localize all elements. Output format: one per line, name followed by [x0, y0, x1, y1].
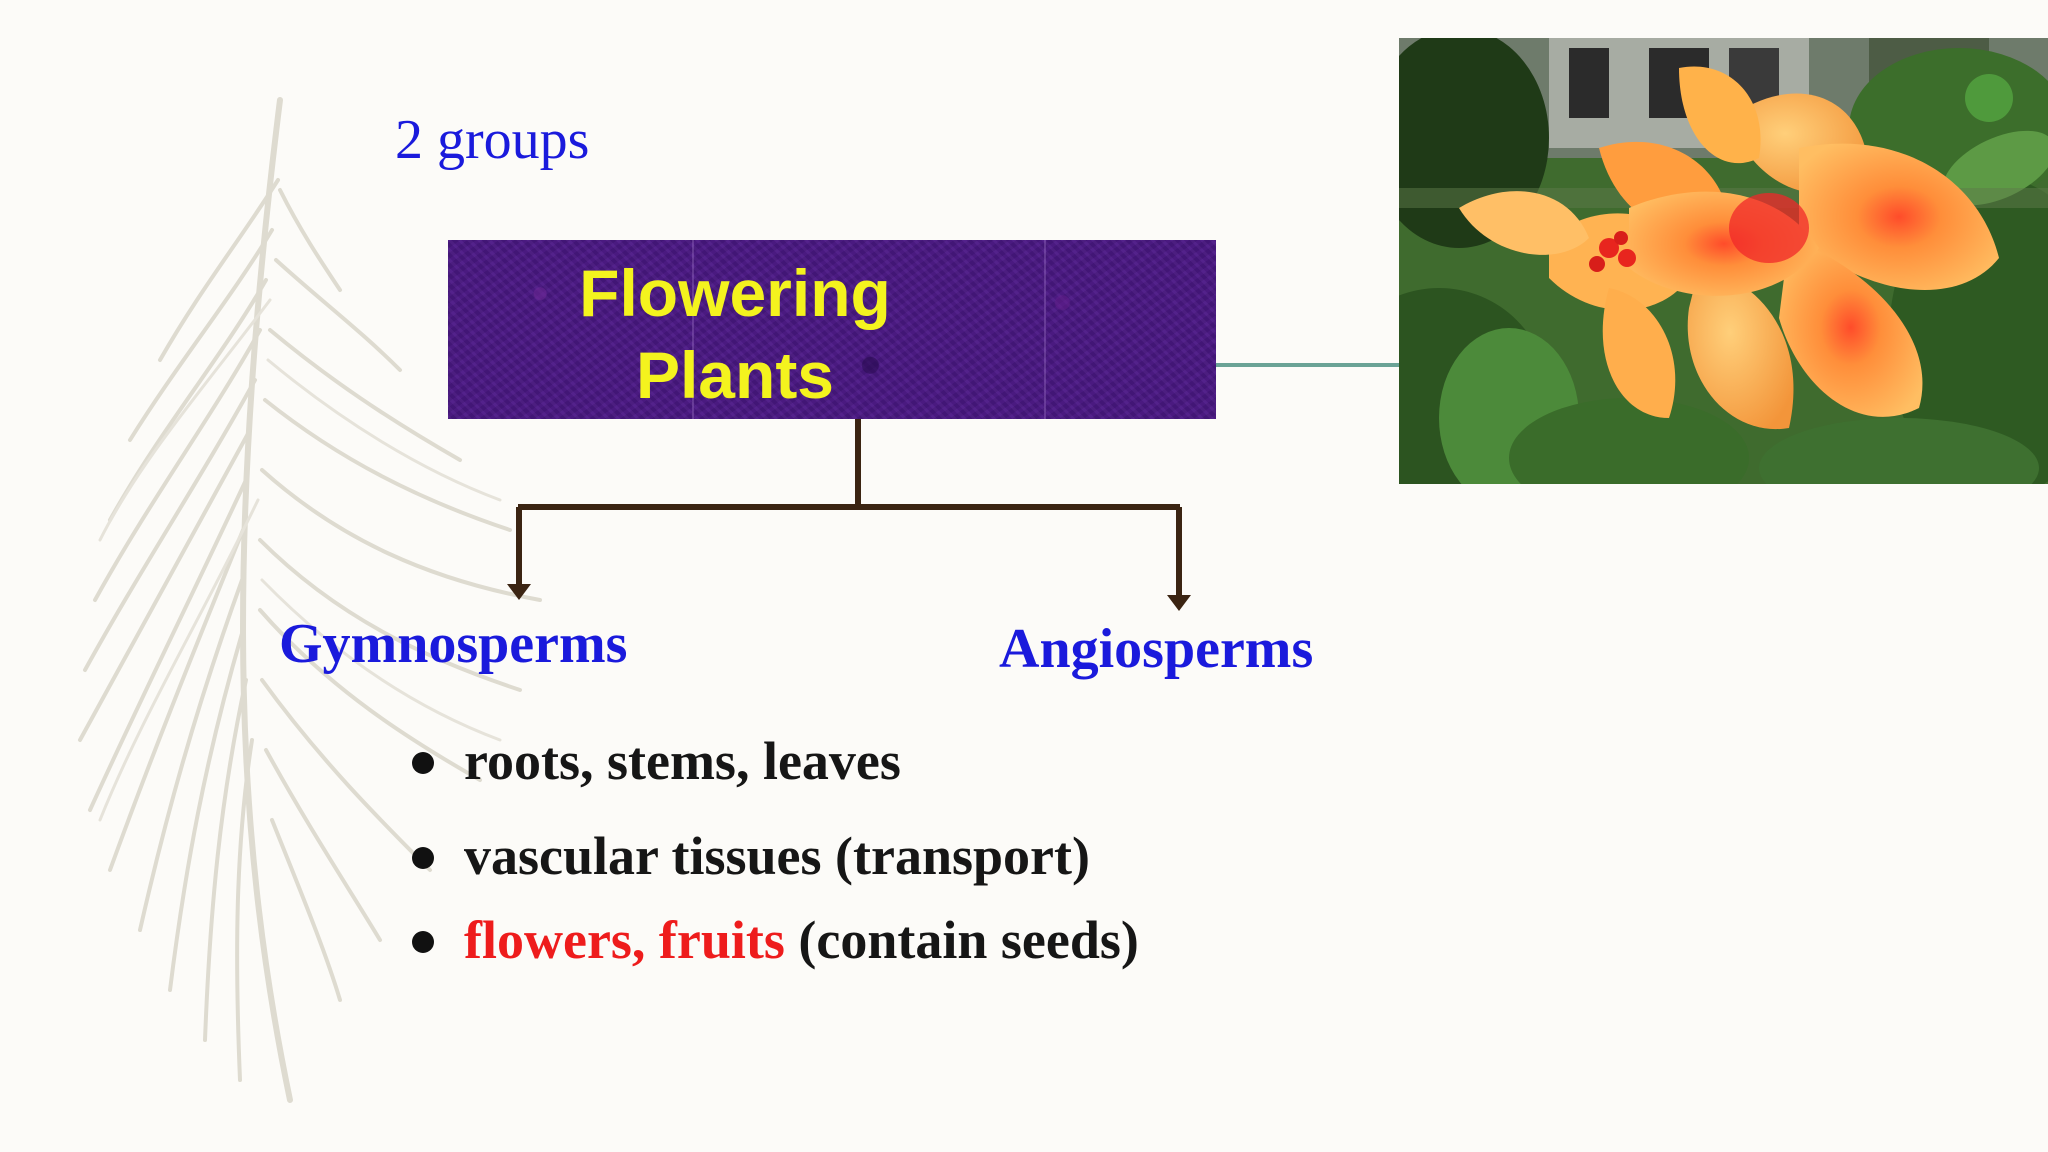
list-item: vascular tissues (transport)	[412, 825, 1090, 887]
gymnosperms-label: Gymnosperms	[279, 613, 628, 675]
bullet-icon	[412, 930, 434, 953]
bullet-icon	[412, 846, 434, 869]
bullet-text: roots, stems, leaves	[464, 731, 901, 791]
left-arrowhead	[507, 584, 531, 600]
angiosperms-label: Angiosperms	[999, 618, 1314, 680]
list-item: roots, stems, leaves	[412, 730, 901, 792]
bullet-highlight: flowers, fruits	[464, 910, 785, 970]
hibiscus-photo	[1399, 38, 2048, 484]
title-line-2: Plants	[635, 338, 835, 412]
list-item: flowers, fruits (contain seeds)	[412, 909, 1139, 971]
flowering-plants-box: Flowering Plants	[448, 240, 1216, 419]
groups-label: 2 groups	[395, 109, 590, 171]
feather-decoration	[78, 97, 542, 1103]
bullet-text: (contain seeds)	[784, 910, 1139, 970]
title-line-1: Flowering	[579, 256, 891, 330]
bullet-icon	[412, 751, 434, 774]
right-arrowhead	[1167, 595, 1191, 611]
bullet-text: vascular tissues (transport)	[464, 826, 1090, 886]
title-text: Flowering Plants	[448, 252, 1022, 416]
